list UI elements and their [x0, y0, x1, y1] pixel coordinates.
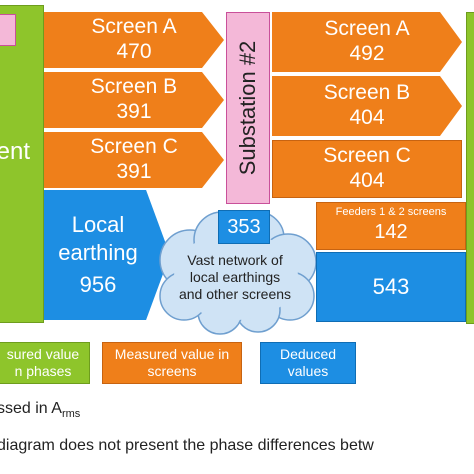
- right-screen-c-label: Screen C: [323, 144, 411, 167]
- right-screen-b-value: 404: [349, 106, 385, 129]
- cloud-text-line-3: and other screens: [178, 286, 292, 302]
- legend-screens: Measured value in screens: [102, 342, 242, 384]
- right-screen-a-value: 492: [349, 42, 385, 65]
- right-screen-a-label: Screen A: [324, 17, 410, 40]
- cloud-description: Vast network of local earthings and othe…: [166, 252, 304, 303]
- substation-1-marker: [0, 14, 16, 46]
- deduced-total-box: 543: [316, 252, 466, 322]
- left-screen-b-value: 391: [116, 100, 152, 123]
- legend-deduced-line-2: values: [287, 363, 329, 379]
- cloud-deduced-value-box: 353: [218, 210, 270, 244]
- left-screen-b-label: Screen B: [90, 75, 178, 98]
- right-screen-a-arrow: Screen A 492: [272, 12, 462, 72]
- right-screen-c-value: 404: [349, 169, 385, 192]
- left-screen-b-arrow: Screen B 391: [44, 72, 224, 128]
- cloud-deduced-value: 353: [227, 215, 261, 238]
- right-screen-b-arrow: Screen B 404: [272, 76, 462, 136]
- left-screen-c-label: Screen C: [90, 135, 178, 158]
- right-screen-b-label: Screen B: [323, 81, 411, 104]
- cloud-text-line-2: local earthings: [189, 269, 281, 285]
- legend-deduced-line-1: Deduced: [279, 346, 337, 362]
- left-screen-c-arrow: Screen C 391: [44, 132, 224, 188]
- feeders-box: Feeders 1 & 2 screens 142: [316, 202, 466, 250]
- right-phase-block: [466, 12, 474, 324]
- substation-2-box: Substation #2: [226, 12, 270, 204]
- local-earthing-label-1: Local: [71, 212, 125, 237]
- left-screen-c-value: 391: [116, 160, 152, 183]
- phase-measurement-block: [0, 5, 44, 323]
- feeders-value: 142: [374, 221, 408, 243]
- legend-screens-line-1: Measured value in: [114, 346, 230, 362]
- legend-deduced: Deduced values: [260, 342, 356, 384]
- footnote-units-subscript: rms: [61, 408, 81, 421]
- local-earthing-label-2: earthing: [58, 240, 138, 265]
- legend-phases: sured value n phases: [0, 342, 90, 384]
- feeders-label: Feeders 1 & 2 screens: [335, 206, 447, 218]
- local-earthing-value: 956: [79, 272, 117, 297]
- legend-phases-line-2: n phases: [14, 363, 72, 379]
- cloud-text-line-1: Vast network of: [187, 252, 283, 268]
- substation-2-label: Substation #2: [235, 40, 260, 176]
- right-screen-c-box: Screen C 404: [272, 140, 462, 198]
- left-screen-a-label: Screen A: [91, 15, 177, 38]
- legend-screens-line-2: screens: [147, 363, 197, 379]
- earthing-network-cloud: [159, 211, 317, 335]
- footnote-units-text: ssed in A: [0, 400, 62, 417]
- left-screen-a-value: 470: [116, 40, 152, 63]
- phase-measurement-label: ent: [0, 138, 30, 165]
- footnote-phase-note: diagram does not present the phase diffe…: [0, 437, 374, 454]
- deduced-total-value: 543: [372, 274, 410, 299]
- legend-phases-line-1: sured value: [6, 346, 80, 362]
- footnote-units: ssed in Arms: [0, 400, 80, 420]
- left-screen-a-arrow: Screen A 470: [44, 12, 224, 68]
- local-earthing-arrow: Local earthing 956: [44, 190, 170, 320]
